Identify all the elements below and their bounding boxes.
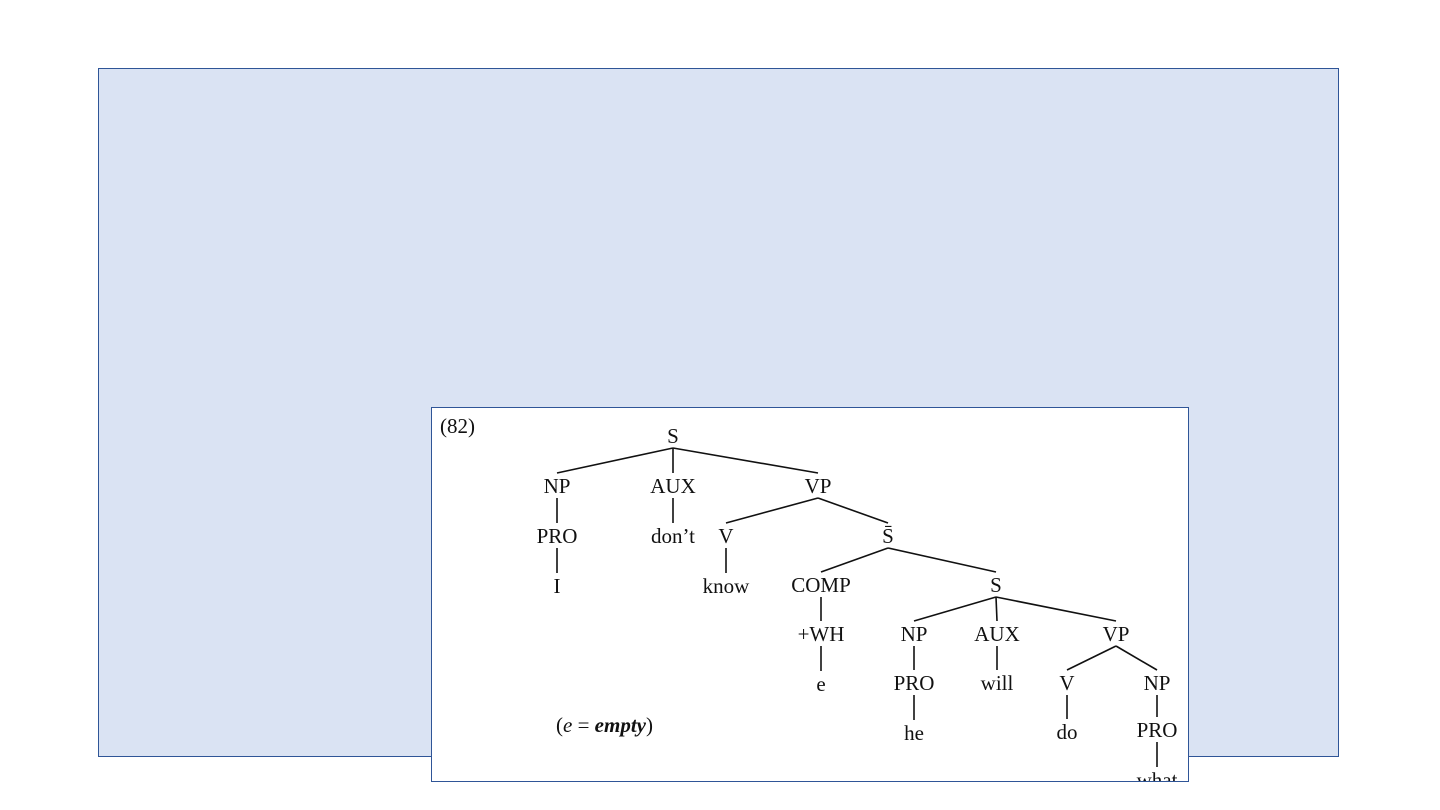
tree-edge-vp2-v2 — [1066, 645, 1117, 671]
tree-edge-sbar-comp — [820, 547, 889, 573]
tree-edge-s1-np1 — [556, 447, 674, 474]
tree-node-vp1: VP — [805, 474, 832, 498]
tree-node-do: do — [1057, 720, 1078, 744]
tree-node-np1: NP — [544, 474, 571, 498]
tree-node-aux1: AUX — [650, 474, 696, 498]
tree-node-s2: S — [990, 573, 1002, 597]
tree-node-pro2: PRO — [894, 671, 935, 695]
tree-edge-vp1-v1 — [725, 497, 819, 524]
tree-node-e: e — [816, 672, 825, 696]
tree-node-np2: NP — [901, 622, 928, 646]
tree-node-will: will — [981, 671, 1014, 695]
tree-edge-s2-vp2 — [995, 596, 1117, 622]
tree-edge-sbar-s2 — [887, 547, 997, 573]
tree-node-pro3: PRO — [1137, 718, 1178, 742]
tree-node-s1: S — [667, 424, 679, 448]
tree-node-wh: +WH — [798, 622, 845, 646]
syntax-tree: (82) SNPPROIAUXdon’tVPVknowS̄COMP+WHeSNP… — [440, 414, 1178, 782]
tree-node-vp2: VP — [1103, 622, 1130, 646]
tree-node-comp: COMP — [791, 573, 851, 597]
tree-node-i: I — [554, 574, 561, 598]
tree-edge-s2-aux2 — [995, 596, 998, 622]
tree-edge-vp2-np3 — [1115, 645, 1158, 671]
tree-node-he: he — [904, 721, 924, 745]
tree-node-dont: don’t — [651, 524, 695, 548]
tree-edge-s1-vp1 — [672, 447, 819, 474]
tree-node-v2: V — [1059, 671, 1074, 695]
empty-caption: (e = empty) — [556, 713, 653, 737]
tree-node-v1: V — [718, 524, 733, 548]
tree-node-know: know — [703, 574, 751, 598]
tree-edge-vp1-sbar — [817, 497, 889, 524]
example-number: (82) — [440, 414, 475, 438]
tree-node-what: what — [1137, 768, 1178, 782]
tree-node-pro1: PRO — [537, 524, 578, 548]
tree-node-sbar: S̄ — [882, 524, 894, 548]
tree-node-np3: NP — [1144, 671, 1171, 695]
tree-node-aux2: AUX — [974, 622, 1020, 646]
tree-edge-s2-np2 — [913, 596, 997, 622]
